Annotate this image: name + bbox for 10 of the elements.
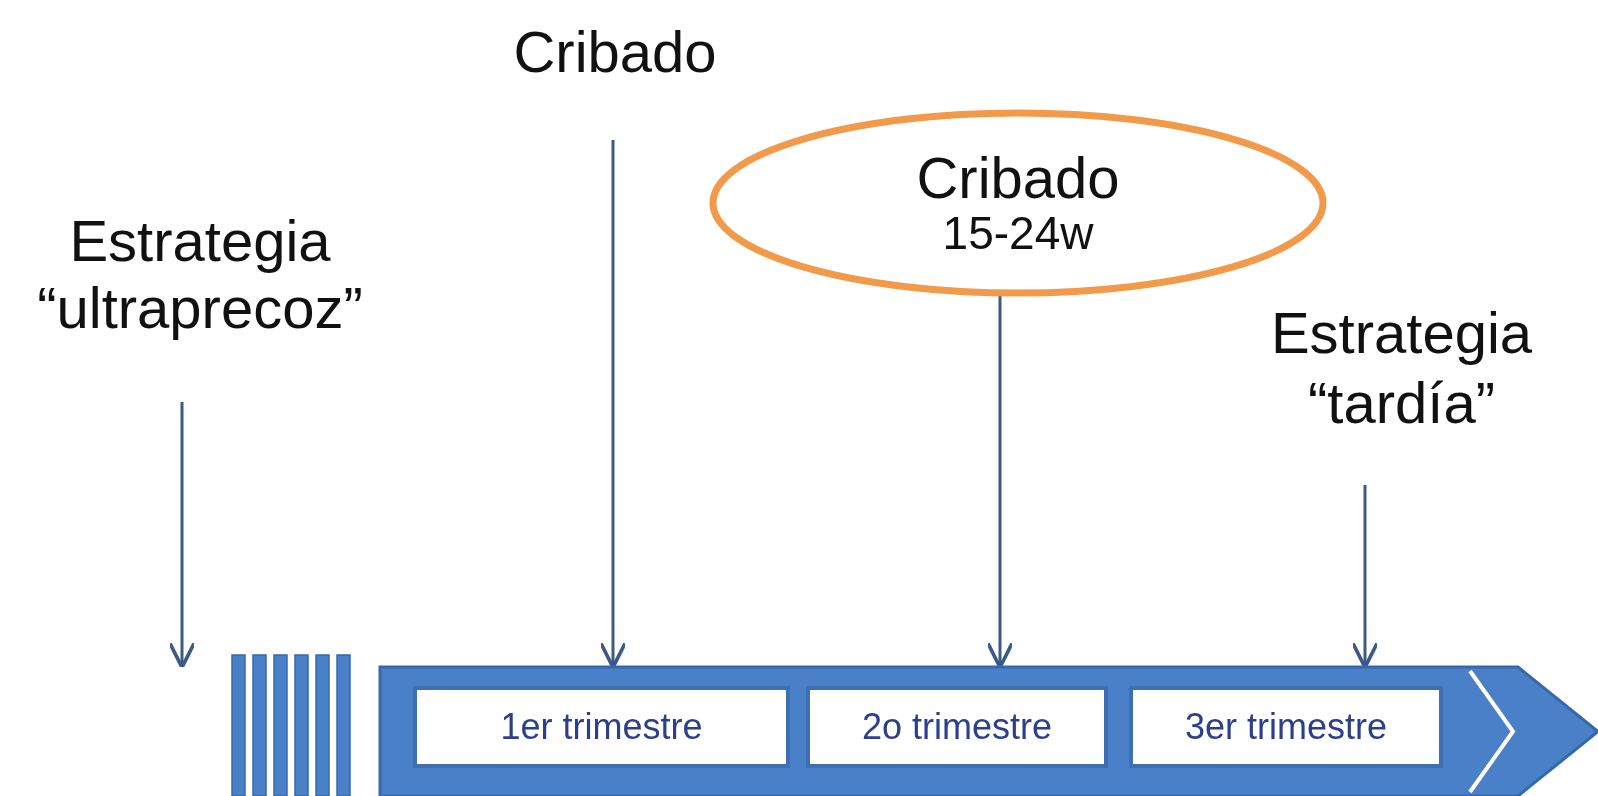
label-text: Cribado — [512, 18, 718, 86]
arrow — [168, 402, 196, 670]
trimester-box: 1er trimestre — [413, 686, 790, 768]
label-text: Estrategia “ultraprecoz” — [36, 208, 364, 342]
highlight-ellipse — [708, 108, 1328, 298]
trimester-box: 2o trimestre — [806, 686, 1108, 768]
label-text: 15-24w — [941, 209, 1095, 258]
label-text: Cribado — [915, 148, 1121, 210]
label-text: Estrategia “tardía” — [1269, 298, 1534, 437]
trimester-box: 3er trimestre — [1129, 686, 1443, 768]
